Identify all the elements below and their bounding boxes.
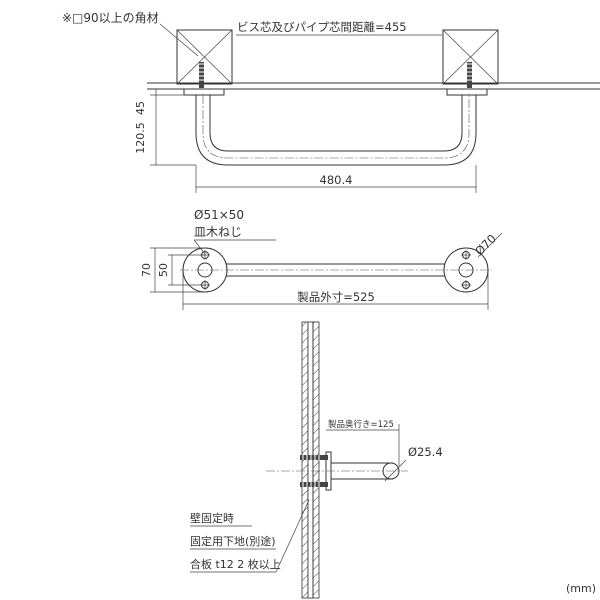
grab-bar-centerline <box>202 95 470 159</box>
units-label: (mm) <box>566 582 596 595</box>
dim-width: 480.4 <box>320 173 353 187</box>
screw-spec: Ø51×50 <box>194 208 244 222</box>
dim-height: 120.5 <box>134 122 147 154</box>
leader-fixing <box>275 499 310 573</box>
timber-block-left <box>176 29 233 85</box>
leader-flange-dia <box>477 232 503 258</box>
dim-projection: 製品奥行き=125 <box>328 419 394 430</box>
pitch-note: ビス芯及びパイプ芯間距離=455 <box>237 20 407 34</box>
section-screw-top <box>300 455 328 460</box>
screw-type: 皿木ねじ <box>194 225 242 239</box>
screw-right <box>467 62 472 88</box>
plan-view: Ø51×50 皿木ねじ 70 50 Ø70 <box>140 208 503 310</box>
fixing-title: 壁固定時 <box>190 511 234 525</box>
dim-overall-length: 製品外寸=525 <box>297 290 375 304</box>
dim-flange-outer: 70 <box>140 263 153 277</box>
fixing-base: 固定用下地(別途) <box>190 534 276 548</box>
leader-pipe-dia <box>384 459 407 482</box>
front-view: ※□90以上の角材 ビス芯及びパイプ芯間距離=455 <box>62 11 600 193</box>
grab-bar-inner <box>209 95 463 152</box>
flange-left <box>183 88 225 96</box>
leader-timber <box>159 23 199 57</box>
flange-right <box>446 88 488 96</box>
dim-pipe-dia: Ø25.4 <box>408 445 443 459</box>
section-screw-bottom <box>300 482 328 487</box>
grab-bar-outer <box>195 95 477 166</box>
dim-flange-holes: 50 <box>157 263 170 277</box>
dim-offset: 45 <box>134 101 147 115</box>
plywood-note: 合板 t12 2 枚以上 <box>190 557 281 571</box>
dim-flange-dia: Ø70 <box>472 231 499 258</box>
section-view: 製品奥行き=125 Ø25.4 壁固定時 固定用下地(別途) 合板 t12 2 … <box>190 321 596 599</box>
screw-left <box>199 62 204 88</box>
square-timber-note: ※□90以上の角材 <box>62 11 159 25</box>
